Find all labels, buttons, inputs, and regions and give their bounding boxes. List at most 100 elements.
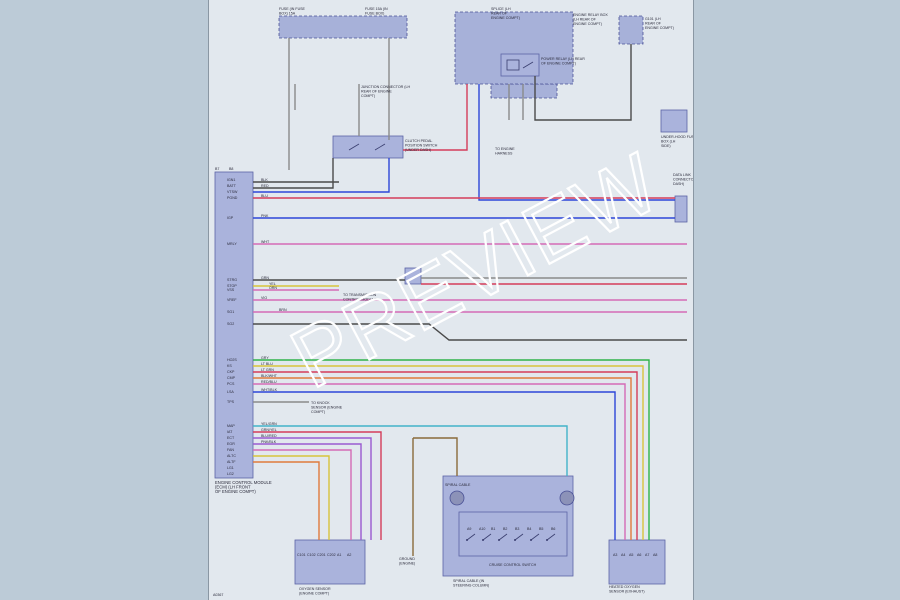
wire-ecm-orange: [253, 377, 632, 540]
clutch-contact-2: [374, 143, 386, 151]
cruise-switch-node: [530, 539, 532, 541]
wire-ecm-pink: [253, 383, 626, 540]
oxygen-sensor-left-box: [294, 539, 366, 585]
ecm-pin-label: BATT: [227, 184, 237, 188]
wire-code-label: PNK: [261, 214, 269, 218]
wire-code-label: GRN/YEL: [261, 428, 277, 432]
ecm-pin-label: STOP: [227, 284, 237, 288]
cruise-switch-contact: [530, 533, 540, 541]
component-boxes: [214, 11, 688, 585]
wire-ecm-orange-2: [253, 461, 320, 540]
junction-connector-box: [490, 83, 558, 99]
wire-code-label: GRN: [261, 276, 269, 280]
wire-code-label: WHT: [261, 240, 270, 244]
ecm-pin-label: VREF: [227, 298, 237, 302]
ecm-box: [214, 171, 254, 479]
wire-code-label: RED/BLU: [261, 380, 277, 384]
wire-code-label: BRN: [279, 308, 287, 312]
wire-code-label: WHT/BLK: [261, 388, 278, 392]
wire-relay-ground: [534, 44, 632, 121]
ecm-pin-label: FAN: [227, 448, 234, 452]
connector-id-label: A10: [479, 527, 485, 531]
label-spiral-cable: SPIRAL CABLE: [445, 483, 471, 487]
connector-id-label: B2: [503, 527, 507, 531]
label-cruise-switch: CRUISE CONTROL SWITCH: [489, 563, 537, 567]
wire-code-label: PNK/BLK: [261, 440, 277, 444]
wire-runs: [253, 38, 687, 556]
ecm-pin-label: ECT: [227, 436, 235, 440]
wire-ecm-violet-2: [253, 443, 362, 540]
ecm-pin-label: IGP: [227, 216, 234, 220]
cruise-switch-node: [546, 539, 548, 541]
clutch-contact-1: [348, 143, 360, 151]
connector-id-label: B4: [527, 527, 531, 531]
connector-id-label: B7: [215, 167, 219, 171]
clutch-switch-box: [332, 135, 404, 159]
wire-code-label: BLK: [261, 178, 268, 182]
wire-code-label: BLK/WHT: [261, 374, 278, 378]
wire-ecm-red-1: [253, 371, 638, 540]
ecm-pin-label: MRLY: [227, 242, 237, 246]
wire-code-label: BLU/RED: [261, 434, 277, 438]
connector-id-label: C201: [317, 553, 326, 557]
ecm-pin-label: CKP: [227, 370, 235, 374]
ecm-pin-label: KS: [227, 364, 232, 368]
spiral-right-circle: [559, 490, 575, 506]
wire-spiral-left: [413, 437, 458, 476]
cruise-switch-node: [482, 539, 484, 541]
ecm-pin-label: MAP: [227, 424, 235, 428]
ecm-pin-label: IGN1: [227, 178, 235, 182]
connector-id-label: A5: [629, 553, 633, 557]
connector-id-label: C202: [327, 553, 336, 557]
data-link-connector: [674, 195, 688, 223]
wire-code-label: YEL: [269, 282, 276, 286]
ecm-pin-label: SG2: [227, 322, 234, 326]
wire-ecm-teal: [253, 425, 568, 476]
connector-id-label: A4: [621, 553, 625, 557]
wire-code-label: LT BLU: [261, 362, 273, 366]
connector-id-label: C102: [307, 553, 316, 557]
wire-code-label: RED: [261, 184, 269, 188]
cruise-switch-contact: [466, 533, 476, 541]
cruise-switch-contact: [482, 533, 492, 541]
wire-ecm-green: [253, 359, 650, 540]
relay-contact: [522, 61, 534, 69]
power-relay-box: [500, 53, 540, 77]
connector-id-label: B6: [551, 527, 555, 531]
splice-box: [404, 267, 422, 285]
ground-right-box: [660, 109, 688, 133]
ground-block: [618, 15, 644, 45]
connector-id-label: A8: [653, 553, 657, 557]
ecm-pin-label: VSS: [227, 288, 235, 292]
wire-code-label: VIO: [261, 296, 267, 300]
connector-id-label: A2: [347, 553, 351, 557]
wire-code-label: YEL/GRN: [261, 422, 277, 426]
cruise-switch-contact: [546, 533, 556, 541]
connector-id-label: A7: [645, 553, 649, 557]
ecm-pin-label: LG1: [227, 466, 234, 470]
wire-ecm-red-2: [253, 431, 382, 540]
wire-relay-blue: [478, 84, 675, 201]
wire-code-label: ORN: [269, 286, 277, 290]
ecm-pin-label: CMP: [227, 376, 236, 380]
wire-ecm-yellow-2: [253, 455, 330, 540]
ecm-pin-label: TPS: [227, 400, 235, 404]
ecm-pin-label: LSA: [227, 390, 234, 394]
cruise-switch-node: [514, 539, 516, 541]
cruise-switch-contact: [514, 533, 524, 541]
oxygen-sensor-right-box: [608, 539, 666, 585]
